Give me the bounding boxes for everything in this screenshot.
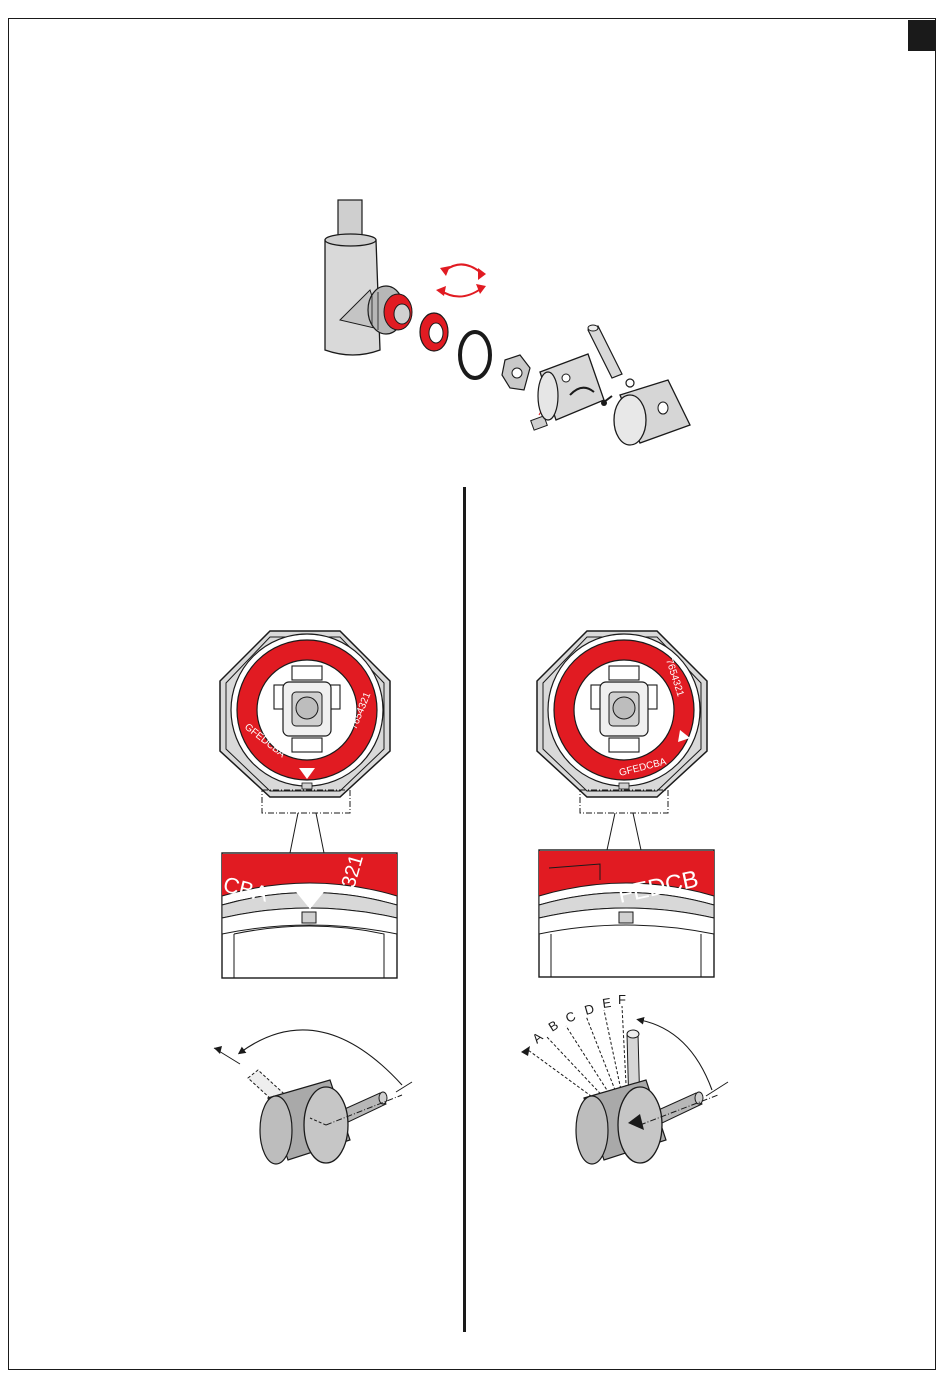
scale-label-b: B [546,1017,561,1034]
knob-cap-part [614,380,690,445]
scale-label-c: C [563,1008,578,1026]
left-ring-detail: GFEDCBA 7654321 [220,631,390,853]
right-zoom-panel: FEDCB [539,850,714,977]
rotate-arrows-icon [436,264,486,296]
exploded-view-diagram [325,200,690,445]
right-ring-detail: GFEDCBA 7654321 [537,631,707,850]
scale-label-f: F [618,992,626,1007]
cartridge-part [368,286,412,334]
o-ring-part [460,332,490,378]
right-handle-rotation: A B C D E F [521,992,728,1164]
scale-label-d: D [583,1001,596,1018]
stop-piece-part [502,355,530,390]
scale-label-e: E [601,995,612,1011]
left-zoom-panel: CBA 321 [221,852,397,978]
handle-body-part [538,354,604,420]
adjusting-ring-part [420,313,448,351]
scale-label-a: A [529,1029,546,1046]
left-handle-rotation [214,1030,412,1164]
